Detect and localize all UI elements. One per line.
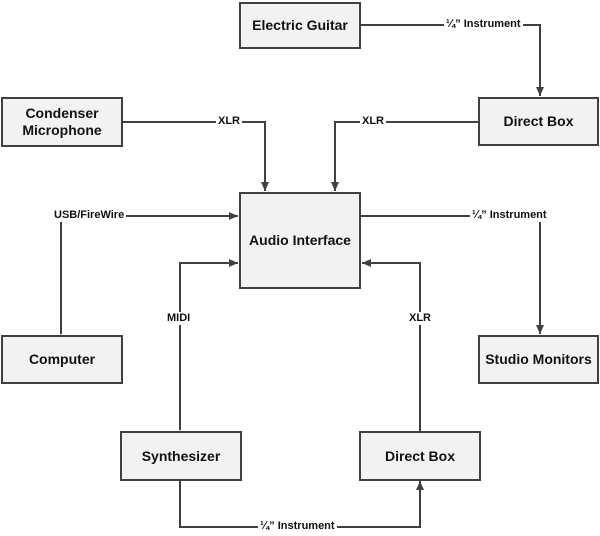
edge-interface-to-monitors: [360, 215, 544, 334]
edge-dibox-bottom-to-interface: [362, 259, 421, 431]
label-dibox-to-interface: XLR: [360, 115, 386, 128]
label-synth-interface: MIDI: [165, 312, 193, 325]
node-condenser-microphone: Condenser Microphone: [1, 97, 123, 147]
edge-synth-interface: [176, 259, 238, 439]
label-dibox-bottom-to-interface: XLR: [407, 312, 433, 325]
label-computer-interface: USB/FireWire: [52, 209, 127, 222]
edge-computer-interface: [57, 212, 238, 343]
node-studio-monitors: Studio Monitors: [478, 335, 599, 384]
node-audio-interface: Audio Interface: [239, 192, 361, 289]
label-synth-to-dibox: ¼” Instrument: [258, 520, 337, 533]
label-interface-to-monitors: ¼” Instrument: [470, 209, 549, 222]
edge-dibox-to-interface: [331, 121, 478, 191]
node-computer: Computer: [1, 335, 123, 384]
label-mic-to-interface: XLR: [216, 115, 242, 128]
node-synthesizer: Synthesizer: [120, 431, 242, 481]
edge-guitar-to-dibox: [360, 24, 544, 96]
label-guitar-to-dibox: ¼” Instrument: [444, 18, 523, 31]
node-electric-guitar: Electric Guitar: [239, 2, 361, 49]
edge-mic-to-interface: [122, 121, 269, 191]
node-direct-box-bottom: Direct Box: [359, 431, 481, 481]
node-direct-box-top: Direct Box: [478, 97, 599, 146]
